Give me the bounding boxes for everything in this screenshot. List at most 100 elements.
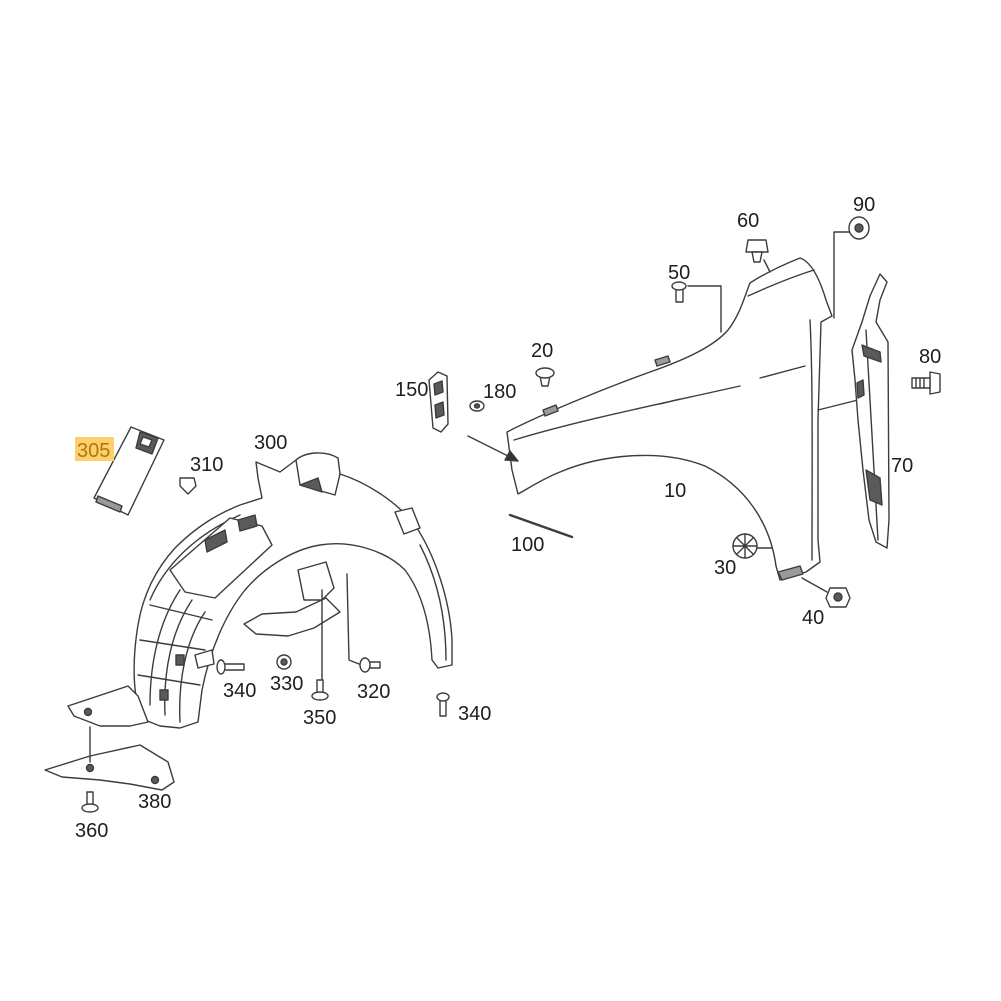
fender-slot <box>542 404 559 417</box>
nut-part-90 <box>848 216 870 240</box>
inner-shield-detail <box>861 344 882 363</box>
bolt-head <box>81 803 99 813</box>
screw-shaft <box>223 663 245 671</box>
bolt-part-50 <box>671 281 687 303</box>
inner-shield-detail <box>856 379 865 399</box>
liner-right-flange <box>419 544 447 661</box>
bolt-part-350 <box>311 679 329 701</box>
cover-plate-lower-tab <box>95 495 123 513</box>
callout-label-20: 20 <box>531 340 553 362</box>
fender-rear-edge-line <box>817 399 859 411</box>
cover-plate-part-305 <box>93 426 165 516</box>
screw-part-340-left <box>216 659 245 675</box>
nut-part-330 <box>276 654 292 670</box>
liner-rib <box>149 589 181 706</box>
direction-arrow <box>467 435 519 462</box>
liner-detail <box>159 689 169 701</box>
bracket-part-150 <box>428 371 449 433</box>
leader-line-320 <box>346 573 360 665</box>
clip-stem <box>751 251 763 263</box>
callout-label-180: 180 <box>483 381 516 403</box>
clip-part-60 <box>745 239 769 263</box>
bolt-head <box>311 691 329 701</box>
liner-bracket-recess <box>237 514 258 532</box>
callout-label-150: 150 <box>395 379 428 401</box>
clip-ribs <box>732 533 758 559</box>
inner-shield-part-70 <box>851 273 890 549</box>
liner-side-tab <box>194 649 215 669</box>
bolt-part-360 <box>81 791 99 813</box>
bolt-threads <box>915 377 925 389</box>
liner-cross-rib <box>137 604 213 686</box>
fender-marking <box>659 398 681 405</box>
screw-head <box>436 692 450 702</box>
callout-label-30: 30 <box>714 557 736 579</box>
fender-crease-line <box>513 385 741 441</box>
arrow-shaft <box>467 435 513 459</box>
liner-scoop-recess <box>299 477 323 493</box>
splash-plate-body <box>44 744 175 791</box>
callout-label-60: 60 <box>737 210 759 232</box>
callout-label-380: 380 <box>138 791 171 813</box>
callout-label-360: 360 <box>75 820 108 842</box>
splash-plate-hole <box>150 775 160 785</box>
fender-upper-crease <box>759 365 806 379</box>
fender-top-flange <box>747 269 815 297</box>
liner-outline <box>133 452 453 729</box>
callout-label-40: 40 <box>802 607 824 629</box>
callout-label-340-right: 340 <box>458 703 491 725</box>
nut-hole <box>280 658 288 666</box>
leader-line-90 <box>833 231 850 319</box>
callout-label-50: 50 <box>668 262 690 284</box>
callout-label-330: 330 <box>270 673 303 695</box>
callout-label-10: 10 <box>664 480 686 502</box>
callout-label-350: 350 <box>303 707 336 729</box>
nut-hole <box>854 223 864 233</box>
splash-plate-hole <box>85 763 95 773</box>
liner-hanging-bracket <box>297 561 335 601</box>
leader-line-60 <box>763 259 771 273</box>
cover-plate-bracket-slot <box>139 436 153 448</box>
callout-label-90: 90 <box>853 194 875 216</box>
screw-part-320 <box>359 657 381 673</box>
callout-label-320: 320 <box>357 681 390 703</box>
callout-label-70: 70 <box>891 455 913 477</box>
callout-label-305: 305 <box>77 440 110 462</box>
screw-head <box>359 657 371 673</box>
wheel-arch-liner-part-300 <box>133 452 453 729</box>
callout-label-310: 310 <box>190 454 223 476</box>
callout-label-80: 80 <box>919 346 941 368</box>
bolt-head <box>671 281 687 291</box>
leader-line-40 <box>801 577 828 593</box>
fender-bottom-tab <box>777 565 804 581</box>
fender-front-tab <box>654 355 671 367</box>
callout-label-300: 300 <box>254 432 287 454</box>
liner-bracket-recess <box>204 529 228 553</box>
bolt-part-80 <box>911 371 941 395</box>
arrow-head <box>504 450 519 462</box>
clip-part-20 <box>535 367 555 387</box>
clip-head <box>535 367 555 379</box>
lower-guard-hole <box>83 707 93 717</box>
diagram-drawing <box>44 216 941 813</box>
liner-raised-bracket <box>169 517 273 599</box>
nut-hole <box>833 592 843 602</box>
inner-shield-rib <box>865 329 879 541</box>
lower-guard-plate <box>67 685 149 727</box>
liner-under-plate <box>243 597 341 637</box>
clip-head <box>745 239 769 253</box>
leader-line-50 <box>687 285 722 333</box>
screw-head <box>216 659 226 675</box>
callout-highlight-305 <box>75 437 114 461</box>
nut-part-40 <box>825 587 851 608</box>
fender-outline <box>506 257 833 581</box>
splash-plate-part-380 <box>44 744 175 791</box>
liner-upper-bump <box>394 507 421 535</box>
callout-label-100: 100 <box>511 534 544 556</box>
callout-labels: 305 310 300 150 180 20 50 60 90 80 70 10… <box>75 194 941 842</box>
nut-part-180 <box>469 400 485 412</box>
fender-rear-flange <box>809 319 813 561</box>
clip-part-310 <box>179 477 197 495</box>
nut-hole <box>473 403 481 409</box>
clip-part-30 <box>732 533 758 559</box>
